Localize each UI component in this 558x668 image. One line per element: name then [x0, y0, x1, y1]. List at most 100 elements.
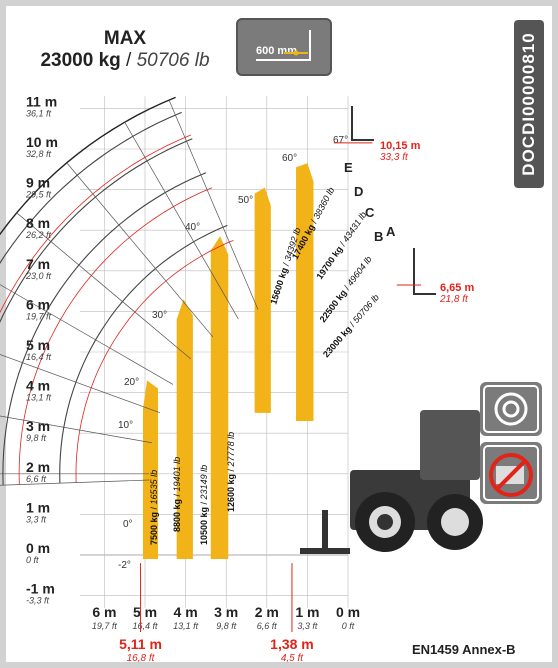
title-max: MAX	[103, 28, 147, 49]
extension-letter: D	[354, 184, 363, 199]
angle-ray	[0, 415, 152, 444]
angle-ray	[66, 162, 214, 338]
max-reach-m: 5,11 m	[119, 636, 162, 652]
standard-label: EN1459 Annex-B	[412, 642, 516, 657]
y-tick-m: 0 m	[26, 540, 50, 556]
angle-ray	[16, 212, 192, 360]
extension-arc	[0, 138, 193, 323]
y-tick-ft: 0 ft	[26, 555, 39, 565]
angle-ray	[0, 284, 174, 385]
load-band	[176, 299, 193, 560]
x-tick-ft: 9,8 ft	[216, 621, 237, 631]
angle-label: 10°	[118, 420, 133, 431]
extension-letter: A	[386, 224, 396, 239]
x-tick-ft: 13,1 ft	[173, 621, 199, 631]
x-tick-m: 6 m	[92, 604, 116, 620]
max-reach-ft: 16,8 ft	[127, 653, 156, 664]
angle-ray	[0, 479, 150, 486]
y-tick-ft: 32,8 ft	[26, 149, 52, 159]
load-label: 8800 kg / 19401 lb	[172, 457, 182, 532]
angle-ray	[0, 354, 160, 414]
load-band	[254, 187, 271, 413]
load-band	[296, 163, 314, 422]
angle-ray	[168, 99, 259, 310]
reach-a-ft: 21,8 ft	[439, 294, 469, 305]
reach-arc	[18, 187, 213, 485]
max-height-m: 10,15 m	[380, 140, 421, 152]
x-tick-m: 2 m	[255, 604, 279, 620]
document-code: DOCDI00000810	[514, 20, 544, 188]
y-tick-ft: 36,1 ft	[26, 108, 52, 118]
load-chart-panel	[6, 6, 552, 662]
y-tick-m: -1 m	[26, 581, 55, 597]
reach-arc	[75, 240, 234, 483]
load-label: 10500 kg / 23149 lb	[199, 465, 209, 545]
y-tick-ft: 9,8 ft	[26, 433, 47, 443]
extension-arc	[0, 111, 182, 264]
angle-label: 67°	[333, 135, 348, 146]
y-tick-m: 7 m	[26, 256, 50, 272]
y-tick-ft: 6,6 ft	[26, 474, 47, 484]
y-tick-m: 5 m	[26, 337, 50, 353]
y-tick-m: 10 m	[26, 134, 58, 150]
extension-arc	[0, 96, 176, 236]
x-tick-ft: 6,6 ft	[257, 621, 278, 631]
y-tick-ft: 23,0 ft	[25, 271, 52, 281]
angle-label: -2°	[118, 560, 131, 571]
min-reach-m: 1,38 m	[270, 636, 314, 652]
y-tick-m: 9 m	[26, 175, 50, 191]
title-separator: /	[120, 50, 137, 71]
angle-label: 60°	[282, 153, 297, 164]
load-label: 12600 kg / 27778 lb	[226, 432, 236, 512]
y-tick-m: 11 m	[26, 93, 57, 109]
fork-icon	[256, 30, 311, 61]
load-band	[210, 236, 229, 560]
reach-a-m: 6,65 m	[440, 282, 474, 294]
x-tick-m: 4 m	[174, 604, 198, 620]
load-bands	[142, 163, 314, 560]
y-tick-m: 2 m	[26, 459, 50, 475]
max-height-ft: 33,3 ft	[380, 152, 409, 163]
title-weight-lb: 50706 lb	[136, 50, 210, 71]
y-tick-ft: 13,1 ft	[26, 393, 52, 403]
angle-label: 20°	[124, 377, 139, 388]
extension-letter: E	[344, 160, 353, 175]
x-tick-m: 5 m	[133, 604, 157, 620]
title-weight-kg: 23000 kg	[40, 50, 121, 71]
y-tick-ft: 19,7 ft	[26, 311, 52, 321]
load-label: 7500 kg / 16535 lb	[149, 470, 159, 545]
title-weight: 23000 kg / 50706 lb	[0, 50, 250, 72]
y-tick-m: 3 m	[26, 418, 50, 434]
x-tick-ft: 19,7 ft	[92, 621, 118, 631]
angle-label: 0°	[123, 519, 133, 530]
extension-letter: C	[365, 205, 375, 220]
x-tick-ft: 0 ft	[342, 621, 355, 631]
extension-arc	[59, 224, 228, 484]
drum-icon	[480, 382, 542, 436]
angle-ray	[124, 122, 239, 320]
y-tick-ft: 26,2 ft	[25, 230, 52, 240]
angle-label: 30°	[152, 310, 167, 321]
y-tick-m: 6 m	[26, 296, 50, 312]
load-band	[142, 380, 158, 560]
x-tick-m: 0 m	[336, 604, 360, 620]
telehandler-silhouette	[300, 410, 483, 554]
extension-arc	[2, 172, 207, 486]
fork-markers	[351, 106, 436, 295]
y-tick-ft: 3,3 ft	[26, 514, 47, 524]
boom-arcs	[0, 96, 234, 486]
angle-label: 40°	[185, 222, 200, 233]
x-tick-m: 3 m	[214, 604, 238, 620]
y-tick-ft: -3,3 ft	[26, 596, 50, 606]
x-tick-ft: 16,4 ft	[132, 621, 158, 631]
y-tick-m: 4 m	[26, 378, 50, 394]
no-stabilizers-icon	[480, 442, 542, 504]
y-tick-ft: 29,5 ft	[25, 190, 52, 200]
y-tick-m: 1 m	[26, 499, 50, 515]
x-tick-m: 1 m	[295, 604, 319, 620]
angle-rays	[0, 99, 259, 486]
y-tick-ft: 16,4 ft	[26, 352, 52, 362]
